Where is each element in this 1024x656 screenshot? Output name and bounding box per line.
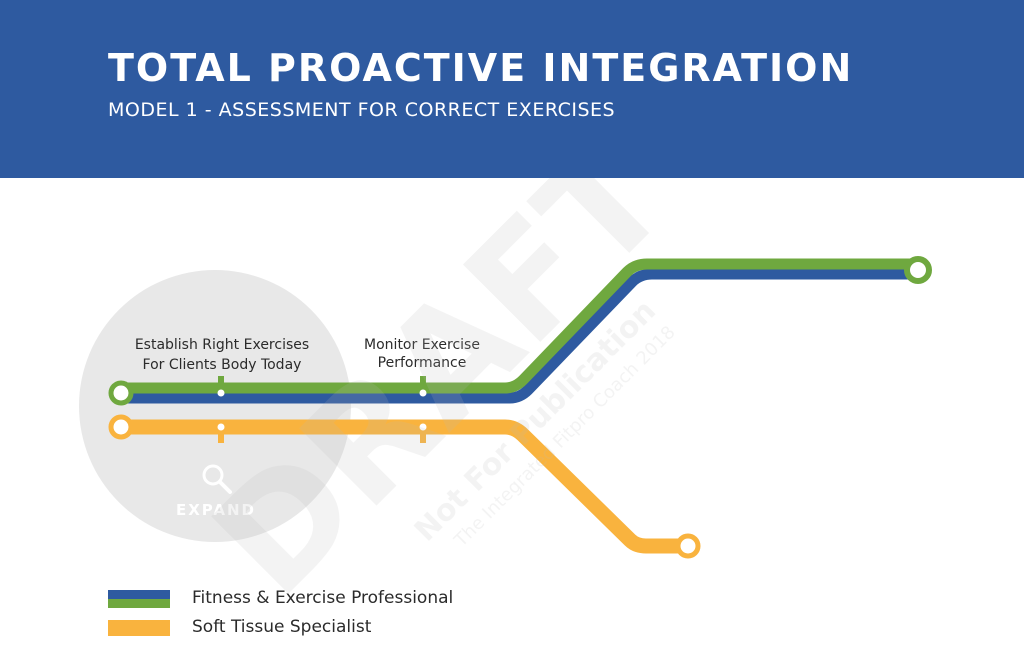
- station-1-tick-orange: [218, 433, 224, 443]
- station-1-dot-fitness[interactable]: [217, 389, 225, 397]
- station-1-tick-green: [218, 376, 224, 388]
- expand-overlay[interactable]: [79, 270, 351, 542]
- legend-swatch-soft-tissue: [108, 620, 170, 636]
- fitness-start-terminal: [108, 380, 134, 406]
- legend-swatch-fitness: [108, 590, 170, 608]
- legend-label-soft-tissue: Soft Tissue Specialist: [192, 617, 372, 637]
- page-subtitle: MODEL 1 - ASSESSMENT FOR CORRECT EXERCIS…: [108, 99, 616, 121]
- fitness-line-blue: [114, 268, 924, 404]
- station-1-label-line1: Establish Right Exercises: [135, 337, 309, 353]
- soft-tissue-end-terminal: [675, 533, 701, 559]
- fitness-line-green: [114, 258, 924, 394]
- station-2-dot-soft-tissue[interactable]: [419, 423, 427, 431]
- legend-label-fitness: Fitness & Exercise Professional: [192, 588, 454, 608]
- line-map: Establish Right Exercises For Clients Bo…: [79, 178, 932, 629]
- station-2-dot-fitness[interactable]: [419, 389, 427, 397]
- search-icon[interactable]: [202, 464, 232, 494]
- expand-label[interactable]: EXPAND: [176, 501, 256, 519]
- station-2-tick-orange: [420, 433, 426, 443]
- soft-tissue-start-terminal: [108, 414, 134, 440]
- page-title: TOTAL PROACTIVE INTEGRATION: [108, 46, 854, 90]
- station-1-label-line2: For Clients Body Today: [143, 357, 302, 373]
- station-2-label-line1: Monitor Exercise: [364, 337, 480, 353]
- soft-tissue-line: [112, 419, 696, 554]
- header-banner: TOTAL PROACTIVE INTEGRATION MODEL 1 - AS…: [0, 0, 1024, 178]
- station-2-tick-green: [420, 376, 426, 388]
- station-1-dot-soft-tissue[interactable]: [217, 423, 225, 431]
- station-2-label-line2: Performance: [378, 355, 467, 371]
- fitness-end-terminal: [904, 256, 932, 284]
